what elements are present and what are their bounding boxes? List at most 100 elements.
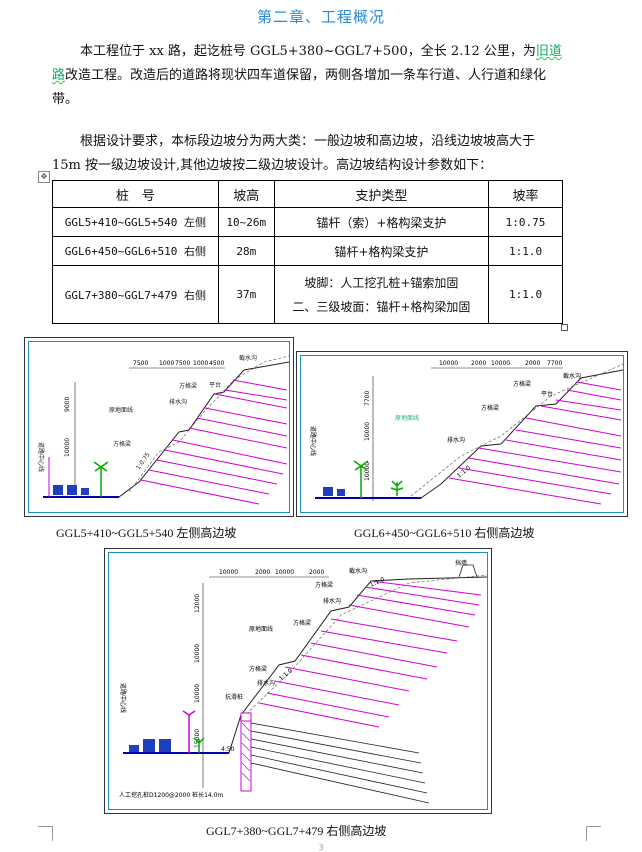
shrub-icon (390, 480, 404, 496)
fig1-label: 原地面线 (109, 406, 133, 414)
fig3-label: 原地面线 (249, 625, 273, 633)
paragraph-overview: 本工程位于 xx 路，起讫桩号 GGL5+380~GGL7+500，全长 2.1… (52, 40, 562, 112)
figure-right-slope-drawing: 10000 2000 10000 2000 7700 7700 10000 10… (309, 360, 623, 505)
figure-bottom-slope: 10000 2000 10000 2000 12000 10000 10000 … (104, 548, 492, 814)
table-cell-support: 锚杆（索）+格构梁支护 (273, 207, 490, 237)
fig3-label: 方格梁 (293, 619, 311, 627)
fig3-dim: 10000 (219, 569, 238, 576)
fig1-label: 方格梁 (179, 382, 197, 390)
fig2-label: 截水沟 (563, 372, 581, 380)
figure-right-caption: GGL6+450~GGL6+510 右侧高边坡 (354, 526, 535, 540)
table-header-height: 坡高 (217, 180, 275, 208)
figure-left-caption: GGL5+410~GGL5+540 左侧高边坡 (56, 526, 237, 540)
fig3-side-dim: 15000 (194, 729, 201, 748)
figure-right-slope-frame: 10000 2000 10000 2000 7700 7700 10000 10… (300, 355, 624, 513)
fig2-side-dim: 10000 (364, 422, 371, 441)
fig1-label: 截水沟 (239, 354, 257, 362)
tree-icon (93, 461, 109, 497)
fig1-dim: 7500 (133, 360, 148, 367)
table-cell-height: 28m (217, 236, 275, 266)
table-cell-station: GGL7+380~GGL7+479 右侧 (52, 265, 219, 324)
fig1-label: 排水沟 (169, 398, 187, 406)
table-header-support: 支护类型 (273, 180, 490, 208)
fig3-side-dim: 12000 (194, 594, 201, 613)
page-corner-mark (38, 826, 53, 841)
table-resize-handle-icon[interactable] (561, 324, 568, 331)
fig3-side-dim: 10000 (194, 684, 201, 703)
fig3-label: 人工挖孔桩D1200@2000 桩长14.0m (119, 791, 223, 799)
table-cell-support-line2: 二、三级坡面：锚杆+格构梁加固 (292, 299, 471, 314)
fig3-label: 挡墙 (455, 559, 467, 567)
fig3-label: 方格梁 (249, 665, 267, 673)
fig3-side-dim: 10000 (194, 644, 201, 663)
tree-icon (353, 460, 369, 498)
fig2-dim: 10000 (439, 360, 458, 367)
fig2-dim: 7700 (547, 360, 562, 367)
table-row: GGL6+450~GGL6+510 右侧 28m 锚杆+格构梁支护 1:1.0 (52, 236, 563, 266)
fig2-label: 原地面线 (395, 414, 419, 422)
table-cell-support: 坡脚：人工挖孔桩+锚索加固 二、三级坡面：锚杆+格构梁加固 (273, 265, 490, 324)
fig2-side-dim: 7700 (364, 391, 371, 406)
fig1-dim: 7500 (175, 360, 190, 367)
fig2-label: 方格梁 (513, 380, 531, 388)
table-header-row: 桩 号 坡高 支护类型 坡率 (52, 180, 563, 208)
page-corner-mark (586, 826, 601, 841)
fig2-label: 平台 (541, 390, 553, 398)
fig1-label: 道路中心线 (37, 442, 45, 472)
table-row: GGL7+380~GGL7+479 右侧 37m 坡脚：人工挖孔桩+锚索加固 二… (52, 265, 563, 324)
page-number: 3 (318, 843, 324, 852)
fig2-label: 方格梁 (481, 404, 499, 412)
fig3-label: 排水沟 (323, 597, 341, 605)
table-cell-height: 10~26m (217, 207, 275, 237)
fig1-label: 1:0.75 (135, 451, 152, 471)
figure-right-slope: 10000 2000 10000 2000 7700 7700 10000 10… (296, 351, 628, 517)
fig1-side-dim: 9000 (64, 397, 71, 412)
fig3-dim: 2000 (255, 569, 270, 576)
fig1-label: 方格梁 (113, 440, 131, 448)
figure-bottom-caption: GGL7+380~GGL7+479 右侧高边坡 (206, 824, 387, 838)
figure-bottom-slope-drawing: 10000 2000 10000 2000 12000 10000 10000 … (119, 559, 487, 804)
fig2-label: 道路中心线 (309, 426, 317, 456)
fig1-dim: 1000 (193, 360, 208, 367)
fig3-label: 方格梁 (315, 581, 333, 589)
fig1-label: 平台 (209, 381, 221, 389)
figure-left-slope-drawing: 7500 1000 7500 1000 4500 9000 10000 截水沟 (37, 354, 289, 505)
fig2-side-dim: 10000 (364, 462, 371, 481)
fig2-dim: 2000 (525, 360, 540, 367)
fig2-label: 1:1.0 (456, 464, 472, 479)
table-cell-ratio: 1:1.0 (488, 265, 563, 324)
fig3-label: 1:1.0 (278, 667, 294, 682)
table-cell-support: 锚杆+格构梁支护 (273, 236, 490, 266)
table-cell-ratio: 1:0.75 (488, 207, 563, 237)
table-cell-ratio: 1:1.0 (488, 236, 563, 266)
table-move-handle-icon[interactable]: ✥ (38, 171, 50, 183)
table-cell-support-line1: 坡脚：人工挖孔桩+锚索加固 (304, 275, 459, 290)
table-cell-station: GGL5+410~GGL5+540 左侧 (52, 207, 219, 237)
table-cell-height: 37m (217, 265, 275, 324)
figure-left-slope-frame: 7500 1000 7500 1000 4500 9000 10000 截水沟 (28, 341, 290, 513)
chapter-heading: 第二章、工程概况 (256, 8, 385, 26)
figure-left-slope: 7500 1000 7500 1000 4500 9000 10000 截水沟 (24, 337, 294, 517)
fig2-dim: 10000 (491, 360, 510, 367)
figure-bottom-slope-frame: 10000 2000 10000 2000 12000 10000 10000 … (108, 552, 488, 810)
table-header-ratio: 坡率 (488, 180, 563, 208)
paragraph-design: 根据设计要求，本标段边坡分为两大类：一般边坡和高边坡，沿线边坡坡高大于 15m … (52, 134, 536, 173)
fig3-dim: 10000 (275, 569, 294, 576)
table-cell-station: GGL6+450~GGL6+510 右侧 (52, 236, 219, 266)
table-row: GGL5+410~GGL5+540 左侧 10~26m 锚杆（索）+格构梁支护 … (52, 207, 563, 237)
fig2-label: 排水沟 (447, 436, 465, 444)
fig3-dim: 2000 (309, 569, 324, 576)
fig3-label: 截水沟 (349, 567, 367, 575)
slope-parameter-table: 桩 号 坡高 支护类型 坡率 GGL5+410~GGL5+540 左侧 10~2… (52, 180, 563, 324)
fig3-label: 道路中心线 (119, 683, 127, 713)
fig1-side-dim: 10000 (64, 438, 71, 457)
fig3-label: 4:50 (221, 746, 235, 753)
fig3-label: 抗滑桩 (225, 693, 243, 701)
fig2-dim: 2000 (471, 360, 486, 367)
fig3-label: 排水沟 (257, 679, 275, 687)
paragraph-overview-spellcheck: 旧道路 (52, 44, 562, 83)
paragraph-overview-part1: 本工程位于 xx 路，起讫桩号 GGL5+380~GGL7+500，全长 2.1… (80, 44, 536, 59)
fig1-dim: 4500 (209, 360, 224, 367)
fig1-dim: 1000 (159, 360, 174, 367)
fig3-label: 1:1.0 (369, 576, 386, 589)
